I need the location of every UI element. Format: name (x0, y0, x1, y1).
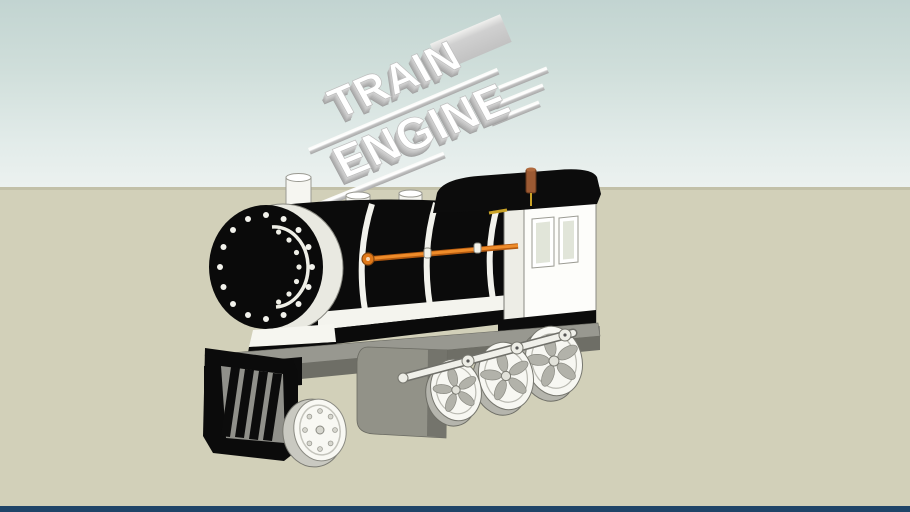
front-wheel (282, 398, 347, 468)
smokebox-inner-ring (271, 225, 310, 309)
smokebox-inner-rivets (276, 229, 302, 305)
driving-wheel (519, 325, 583, 402)
cab-roof (433, 167, 601, 215)
viewer-footer-bar (0, 506, 910, 512)
front-wheel-rivets (302, 408, 338, 452)
driving-wheel (425, 358, 482, 427)
driving-wheel (472, 341, 534, 416)
whistle (525, 168, 537, 194)
whistle-top (526, 167, 536, 172)
boiler-base-strips (318, 294, 520, 346)
handrail (361, 242, 519, 266)
smokebox (209, 203, 344, 333)
driving-wheels (425, 325, 583, 427)
handrail-stanchion (473, 242, 482, 254)
cowcatcher (203, 348, 298, 461)
coupling-rod (397, 328, 578, 384)
piston-joint (397, 372, 409, 384)
smokebox-rivets (217, 212, 315, 322)
front-wheel-hub (315, 425, 325, 435)
brass-fitting (488, 208, 508, 215)
handrail-stanchion (423, 247, 432, 259)
cab-window-glass (563, 220, 574, 260)
cowcatcher-stripes (221, 367, 282, 441)
cab-window-glass (536, 221, 550, 264)
